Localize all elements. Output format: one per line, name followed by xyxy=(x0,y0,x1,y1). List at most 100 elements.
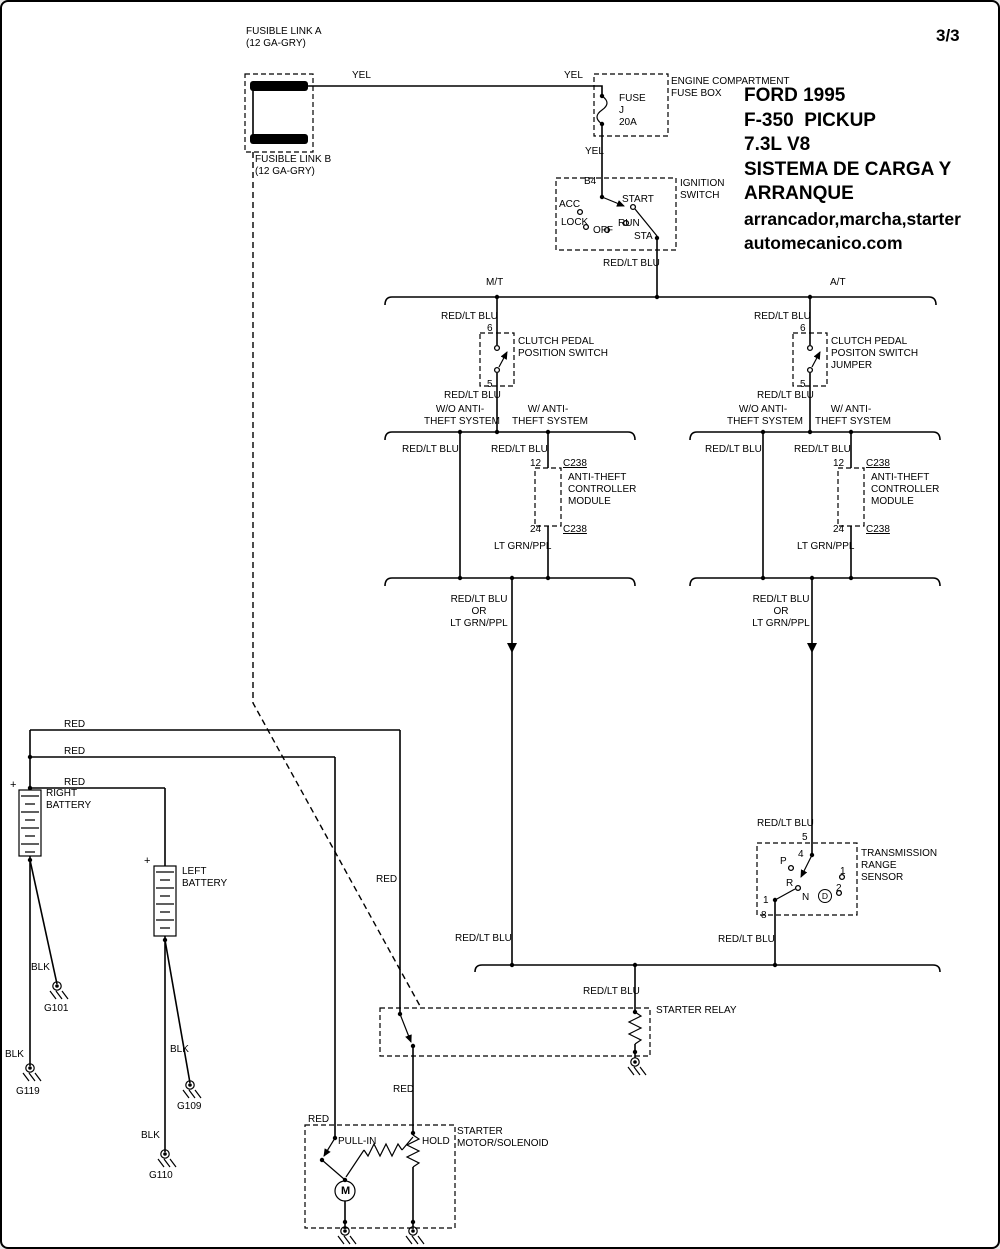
wire-label-redltblu-trs-top: RED/LT BLU xyxy=(757,818,814,829)
fuse-label: FUSE J 20A xyxy=(619,93,646,128)
ignition-pos-lock: LOCK xyxy=(561,217,589,228)
wire-label-yel-3: YEL xyxy=(585,146,604,157)
wire-label-blk-3: BLK xyxy=(170,1044,189,1055)
trs-pos-d: D xyxy=(818,889,832,903)
fuse-box-label: ENGINE COMPARTMENT FUSE BOX xyxy=(671,76,790,99)
ignition-terminal-sta: STA xyxy=(634,231,653,242)
ignition-switch-label: IGNITION SWITCH xyxy=(680,178,725,201)
antitheft-controller-module-mt xyxy=(534,467,562,578)
branch-at: A/T xyxy=(830,277,846,288)
page-number: 3/3 xyxy=(936,26,960,45)
trs-pos-r: R xyxy=(786,878,794,889)
wire-label-redltblu-at-low: RED/LT BLU xyxy=(718,934,775,945)
pin-12-at: 12 xyxy=(833,458,845,469)
engine-compartment-fuse-box xyxy=(308,73,669,197)
starter-relay-label: STARTER RELAY xyxy=(656,1005,737,1016)
branch-wo-antitheft-mt: W/O ANTI- THEFT SYSTEM xyxy=(424,404,500,427)
title-block: FORD 1995 F-350 PICKUP 7.3L V8 SISTEMA D… xyxy=(744,85,952,204)
wire-label-redltblu-mt-top: RED/LT BLU xyxy=(441,311,498,322)
wire-label-red-2: RED xyxy=(64,746,86,757)
pin-12-mt: 12 xyxy=(530,458,542,469)
ground-g109 xyxy=(182,1080,202,1099)
ground-g119 xyxy=(22,1063,42,1082)
pin-5-trs: 5 xyxy=(802,832,808,843)
wire-label-yel-2: YEL xyxy=(564,70,583,81)
mt-antitheft-split-bus xyxy=(384,429,636,578)
branch-w-antitheft-at: W/ ANTI- THEFT SYSTEM xyxy=(815,404,891,427)
wire-label-redltblu-at-top: RED/LT BLU xyxy=(754,311,811,322)
pullin-label: PULL-IN xyxy=(338,1136,377,1147)
left-battery-label: LEFT BATTERY xyxy=(182,866,228,889)
connector-c238-at-top: C238 xyxy=(866,458,890,469)
wire-label-redltblu-w-at: RED/LT BLU xyxy=(794,444,851,455)
right-battery xyxy=(18,789,58,1066)
connector-c238-at-bot: C238 xyxy=(866,524,890,535)
clutch-pedal-position-switch xyxy=(479,332,515,432)
wire-label-redltblu-w-mt: RED/LT BLU xyxy=(491,444,548,455)
trs-label: TRANSMISSION RANGE SENSOR xyxy=(861,848,938,883)
ignition-pos-off: OFF xyxy=(593,225,613,236)
subtitle-block: arrancador,marcha,starter automecanico.c… xyxy=(744,209,961,253)
wire-label-redltblu-mt-bot: RED/LT BLU xyxy=(444,390,501,401)
wire-label-redltblu-wo-mt: RED/LT BLU xyxy=(402,444,459,455)
antitheft-module-at-label: ANTI-THEFT CONTROLLER MODULE xyxy=(871,472,940,507)
ground-g119-label: G119 xyxy=(16,1086,40,1097)
trs-pos-n: N xyxy=(802,892,810,903)
pin-5-mt: 5 xyxy=(487,379,493,390)
clutch-pedal-position-switch-jumper xyxy=(792,332,828,432)
transmission-range-sensor xyxy=(756,842,858,965)
at-antitheft-split-bus xyxy=(689,429,941,578)
starter-motor-solenoid xyxy=(304,1124,456,1245)
starter-motor-label: STARTER MOTOR/SOLENOID xyxy=(457,1126,549,1149)
fusible-links xyxy=(244,73,421,1007)
ground-g109-label: G109 xyxy=(177,1101,202,1112)
ignition-pos-start: START xyxy=(622,194,654,205)
ground-g101-label: G101 xyxy=(44,1003,69,1014)
pin-6-mt: 6 xyxy=(487,323,493,334)
starter-relay xyxy=(379,1007,651,1133)
wire-label-redltblu-wo-at: RED/LT BLU xyxy=(705,444,762,455)
connector-c238-mt-bot: C238 xyxy=(563,524,587,535)
wire-label-red-5: RED xyxy=(308,1114,330,1125)
pin-24-mt: 24 xyxy=(530,524,542,535)
wire-label-red-3: RED xyxy=(64,777,86,788)
branch-w-antitheft-mt: W/ ANTI- THEFT SYSTEM xyxy=(512,404,588,427)
pin-4-trs: 4 xyxy=(798,849,804,860)
branch-mt: M/T xyxy=(486,277,504,288)
trs-pos-p: P xyxy=(780,856,787,867)
at-merge-bus xyxy=(689,575,941,855)
trs-pin-2: 2 xyxy=(836,883,842,894)
clutch-jumper-label: CLUTCH PEDAL POSITON SWITCH JUMPER xyxy=(831,336,919,371)
wire-label-blk-2: BLK xyxy=(5,1049,24,1060)
ground-g101 xyxy=(49,981,69,1000)
wire-label-blk-1: BLK xyxy=(31,962,50,973)
fusible-link-a-label: FUSIBLE LINK A (12 GA-GRY) xyxy=(246,26,322,49)
branch-wo-antitheft-at: W/O ANTI- THEFT SYSTEM xyxy=(727,404,803,427)
trs-pin-8: 8 xyxy=(761,910,767,921)
pin-6-at: 6 xyxy=(800,323,806,334)
trs-pin-1b: 1 xyxy=(840,866,846,877)
wire-label-blk-4: BLK xyxy=(141,1130,160,1141)
power-distribution-wires xyxy=(27,729,401,1138)
wire-label-red-4: RED xyxy=(376,874,398,885)
wire-label-redltblu-mt-low: RED/LT BLU xyxy=(455,933,512,944)
pin-24-at: 24 xyxy=(833,524,845,535)
wire-label-ltgrnppl-mt: LT GRN/PPL xyxy=(494,541,552,552)
pin-5-at: 5 xyxy=(800,379,806,390)
mt-merge-bus xyxy=(384,575,636,965)
ignition-pos-run: RUN xyxy=(618,218,640,229)
right-battery-label: RIGHT BATTERY xyxy=(46,788,92,811)
fusible-link-b-label: FUSIBLE LINK B (12 GA-GRY) xyxy=(255,154,332,177)
ignition-pos-acc: ACC xyxy=(559,199,581,210)
wire-label-redltblu-relay: RED/LT BLU xyxy=(583,986,640,997)
wire-label-redltblu-at-bot: RED/LT BLU xyxy=(757,390,814,401)
ground-g110-label: G110 xyxy=(149,1170,173,1181)
left-battery-plus: + xyxy=(144,855,151,867)
wire-label-red-1: RED xyxy=(64,719,86,730)
ignition-switch xyxy=(555,177,677,297)
clutch-switch-label: CLUTCH PEDAL POSITION SWITCH xyxy=(518,336,608,359)
wire-label-combo-mt: RED/LT BLU OR LT GRN/PPL xyxy=(450,594,508,629)
wire-label-combo-at: RED/LT BLU OR LT GRN/PPL xyxy=(752,594,810,629)
motor-m-label: M xyxy=(341,1185,351,1197)
